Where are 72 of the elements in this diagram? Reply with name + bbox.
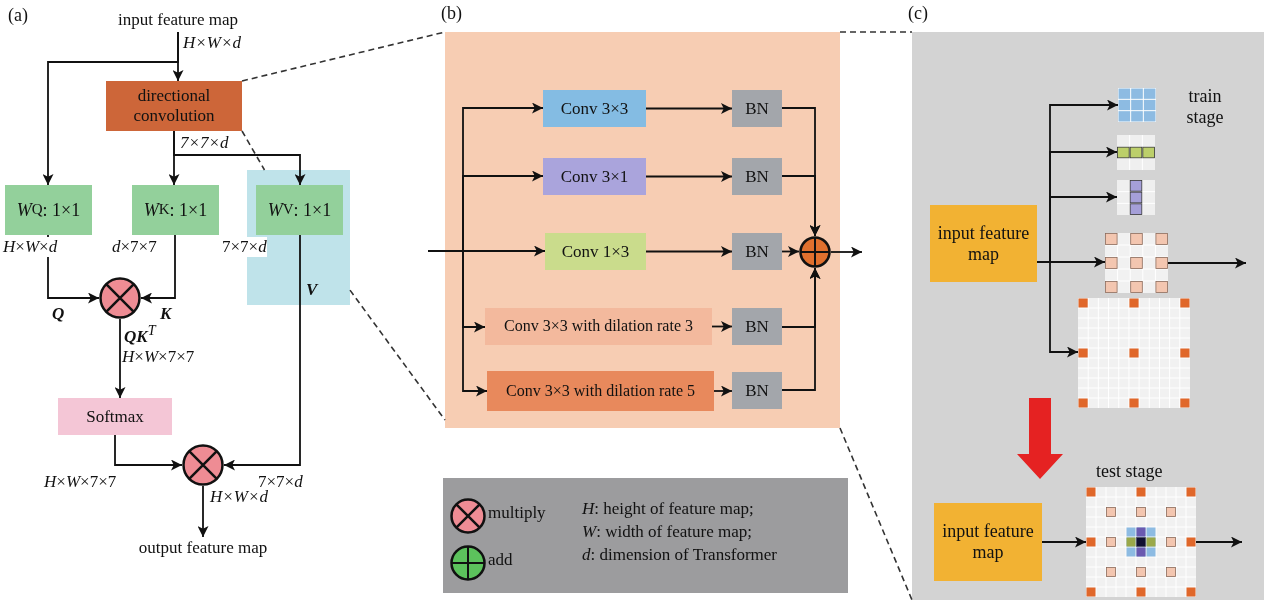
arrow	[427, 245, 546, 257]
kernel-drawing	[1078, 298, 1190, 408]
stage-label: test stage	[1096, 461, 1163, 482]
arrow	[645, 171, 733, 182]
edge-label: K	[160, 304, 172, 324]
edge-label: H×W×d	[183, 33, 241, 53]
text-label: d: dimension of Transformer	[582, 545, 778, 565]
process-box: Conv 3×1	[543, 158, 646, 195]
kernel-drawing	[1105, 233, 1168, 293]
arrow	[713, 385, 733, 397]
process-box: BN	[732, 158, 782, 195]
dimension-label: H×W×d	[3, 237, 58, 257]
arrow	[645, 103, 733, 114]
zoom-guide-line	[839, 31, 913, 33]
process-box: Softmax	[58, 398, 172, 435]
arrow	[830, 246, 863, 258]
arrow	[781, 175, 821, 237]
text-label: W: width of feature map;	[582, 522, 752, 542]
arrow	[462, 170, 544, 252]
process-box: Conv 3×3	[543, 90, 646, 127]
zoom-guide-line	[349, 289, 446, 421]
add-symbol	[799, 236, 831, 268]
zoom-guide-line	[241, 130, 266, 171]
arrow	[173, 130, 306, 186]
arrow	[1167, 257, 1247, 269]
arrow	[223, 234, 301, 471]
arrow	[114, 434, 183, 471]
arrow	[197, 485, 209, 538]
edge-label: Q	[52, 304, 65, 324]
kernel-drawing	[1117, 180, 1155, 215]
arrow	[645, 246, 733, 257]
process-box: directional convolution	[106, 81, 242, 131]
arrow	[711, 321, 733, 332]
legend-label: multiply	[488, 503, 546, 523]
process-box: Conv 3×3 with dilation rate 5	[487, 371, 714, 411]
input-label: input feature map	[93, 8, 263, 32]
edge-label: QK$^{T}$	[124, 322, 156, 347]
process-box: BN	[732, 308, 782, 345]
kernel-drawing	[1086, 487, 1196, 597]
arrow	[781, 246, 800, 257]
zoom-guide-line	[839, 427, 913, 601]
output-label: output feature map	[118, 537, 288, 559]
legend-label: add	[488, 550, 513, 570]
dimension-label: 7×7×d	[222, 237, 267, 257]
process-box: Conv 1×3	[545, 233, 646, 270]
arrow	[114, 318, 126, 399]
arrow	[1195, 536, 1243, 548]
kernel-drawing	[1118, 88, 1156, 122]
multiply-symbol	[99, 277, 141, 319]
kernel-drawing	[1117, 135, 1155, 170]
text-label: H: height of feature map;	[582, 499, 754, 519]
process-box: input feature map	[934, 503, 1042, 581]
text-label: H×W×7×7	[122, 347, 195, 367]
edge-label: V	[306, 280, 318, 300]
arrow	[1041, 536, 1087, 548]
process-box: input feature map	[930, 205, 1037, 282]
process-box: Conv 3×3 with dilation rate 3	[485, 308, 712, 345]
edge-label: 7×7×d	[180, 133, 229, 153]
text-label: H×W×7×7	[44, 472, 117, 492]
panel-label: (c)	[908, 3, 928, 24]
arrow	[1036, 261, 1079, 358]
process-box: BN	[732, 233, 782, 270]
process-box: BN	[732, 90, 782, 127]
process-box: BN	[732, 372, 782, 409]
arrow	[140, 234, 176, 304]
text-label: (a)	[8, 5, 28, 26]
multiply-symbol	[182, 444, 224, 486]
text-label: train stage	[1185, 86, 1225, 128]
arrow	[781, 267, 821, 391]
arrow	[462, 250, 488, 397]
arrow	[42, 31, 179, 186]
panel-label: (b)	[441, 3, 462, 24]
